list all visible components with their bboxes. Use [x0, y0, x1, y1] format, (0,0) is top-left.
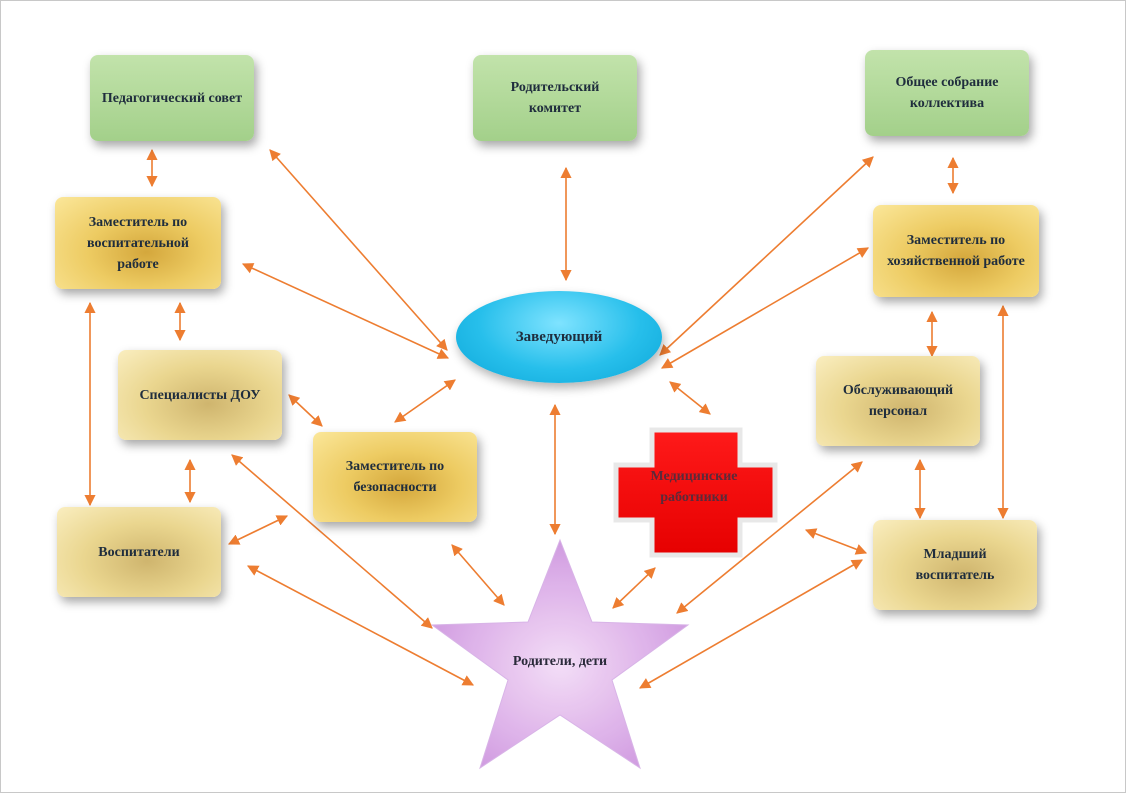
arrow-medical-star: [612, 567, 656, 609]
arrow-specialists-safety: [288, 394, 323, 427]
node-medical-label: Медицинские работники: [650, 469, 738, 505]
node-parent-committee: Родительский комитет: [473, 55, 637, 141]
arrow-ped-council-head: [269, 149, 448, 351]
arrow-general-meeting-head: [659, 156, 874, 356]
arrow-deputy-econ-head: [661, 247, 869, 369]
node-parent-committee-label: Родительский комитет: [510, 80, 600, 116]
node-deputy-economic-label: Заместитель по хозяйственной работе: [887, 233, 1025, 269]
node-service-staff-label: Обслуживающий персонал: [842, 383, 954, 419]
node-general-meeting: Общее собрание коллектива: [865, 50, 1029, 136]
node-specialists: Специалисты ДОУ: [118, 350, 282, 440]
node-deputy-safety-label: Заместитель по безопасности: [345, 459, 445, 495]
node-head: Заведующий: [456, 291, 662, 383]
node-deputy-safety: Заместитель по безопасности: [313, 432, 477, 522]
node-general-meeting-label: Общее собрание коллектива: [895, 75, 999, 111]
node-deputy-economic: Заместитель по хозяйственной работе: [873, 205, 1039, 297]
arrow-head-safety: [394, 379, 456, 423]
arrow-junior-star-upper: [804, 528, 868, 555]
node-service-staff: Обслуживающий персонал: [816, 356, 980, 446]
node-specialists-label: Специалисты ДОУ: [139, 387, 261, 403]
node-educators-label: Воспитатели: [98, 544, 180, 560]
node-pedagogical-council-label: Педагогический совет: [101, 90, 243, 106]
arrow-educators-safety: [227, 515, 289, 545]
node-parents-children-label: Родители, дети: [512, 653, 608, 669]
node-junior-educator-label: Младший воспитатель: [915, 547, 995, 583]
node-junior-educator: Младший воспитатель: [873, 520, 1037, 610]
arrow-educators-star: [247, 565, 474, 686]
arrow-head-medical: [669, 381, 711, 415]
arrow-deputy-edu-head: [241, 263, 450, 359]
node-deputy-education-label: Заместитель по воспитательной работе: [87, 214, 189, 272]
node-educators: Воспитатели: [57, 507, 221, 597]
node-head-label: Заведующий: [515, 328, 603, 345]
node-pedagogical-council: Педагогический совет: [90, 55, 254, 141]
arrow-junior-star: [639, 559, 863, 689]
arrow-safety-star: [451, 544, 505, 606]
node-deputy-education: Заместитель по воспитательной работе: [55, 197, 221, 289]
